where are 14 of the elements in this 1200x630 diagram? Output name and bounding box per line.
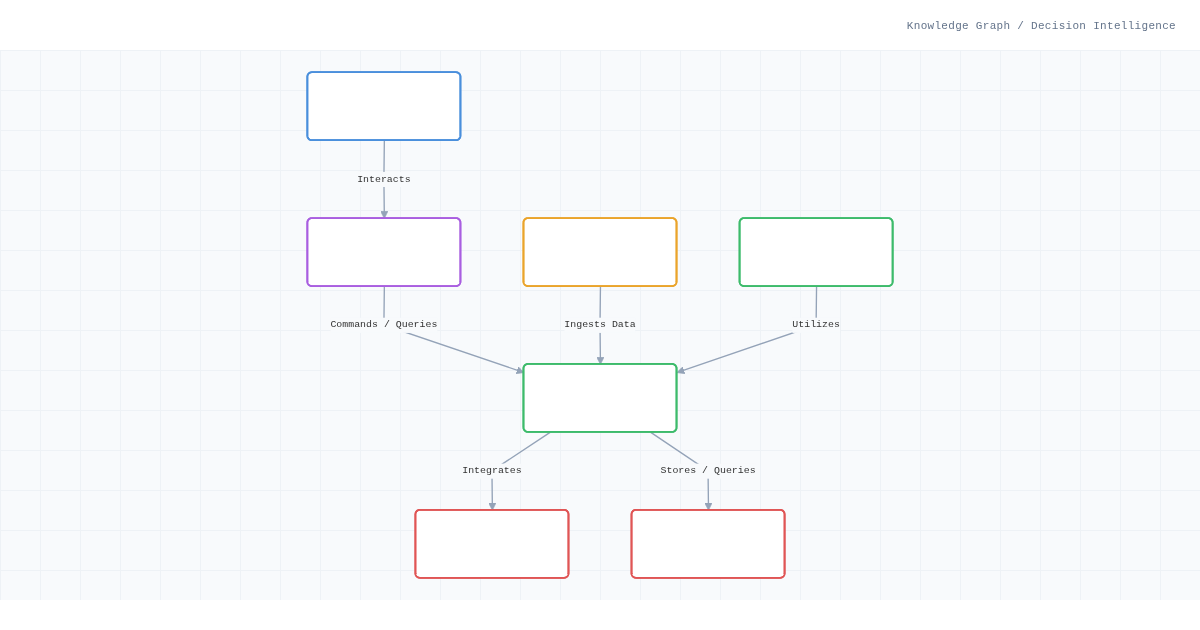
edge-label: Interacts (357, 171, 411, 187)
process-box (414, 508, 570, 579)
subtitle: Knowledge Graph / Decision Intelligence (906, 20, 1176, 32)
process-box (522, 363, 678, 433)
process-box (738, 217, 894, 287)
process-box (306, 217, 462, 287)
edge-label: Utilizes (792, 317, 840, 333)
edge-label: Integrates (462, 463, 522, 479)
edge-label: Ingests Data (564, 317, 636, 333)
process-box (522, 217, 678, 287)
process-box (306, 71, 462, 142)
edge-label: Commands / Queries (330, 317, 438, 333)
edge-label: Stores / Queries (660, 463, 756, 479)
process-box (630, 508, 786, 579)
